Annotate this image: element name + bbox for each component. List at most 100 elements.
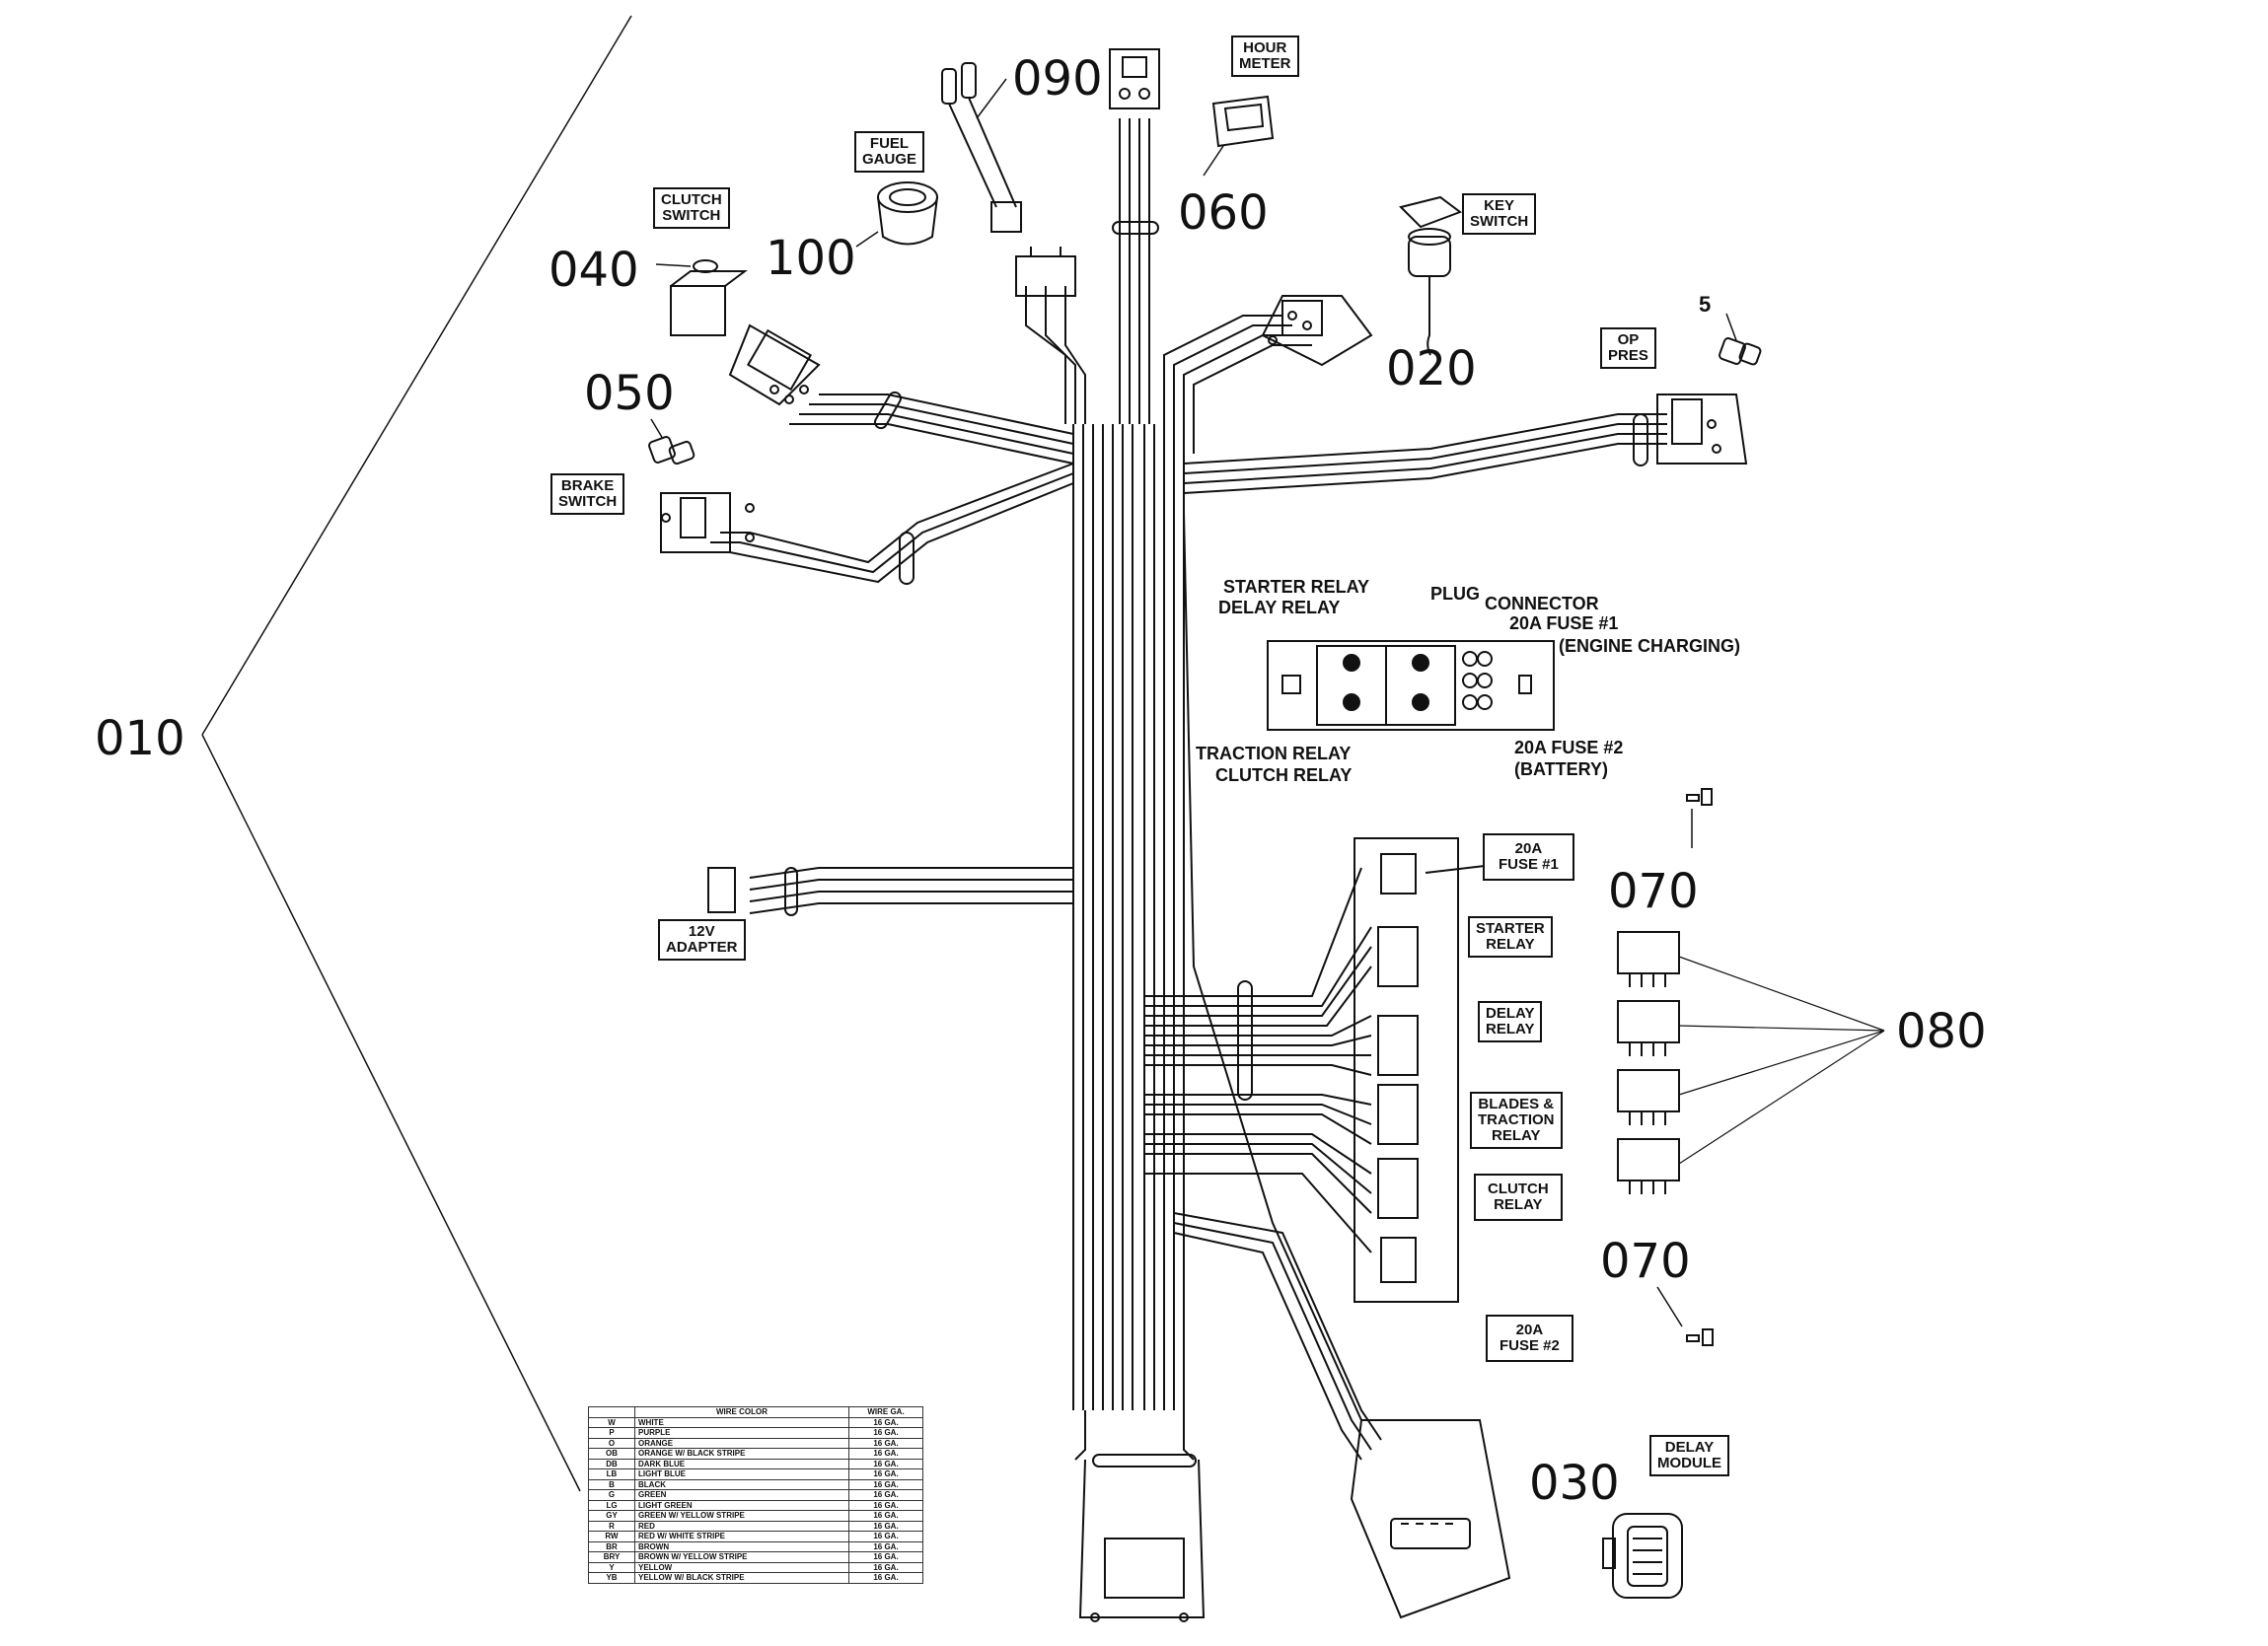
block-label-plug: PLUG (1430, 584, 1481, 604)
wire-code: LG (588, 1499, 635, 1511)
relay-panel (1353, 837, 1486, 1303)
adapter-branch (707, 867, 1073, 916)
wire-code: RW (588, 1531, 635, 1542)
wire-gauge: 16 GA. (848, 1540, 923, 1552)
wire-color: PURPLE (634, 1427, 849, 1439)
wire-code: W (588, 1416, 635, 1428)
wire-table-header: WIRE COLOR WIRE GA. (588, 1406, 923, 1418)
relay-fuse-block (1267, 640, 1555, 731)
callout-100: 100 (766, 231, 856, 286)
key-switch-branch (1163, 295, 1373, 454)
block-label-fuse-1: 20A FUSE #1 (1509, 613, 1619, 633)
wire-color: BROWN (634, 1540, 849, 1552)
block-label-delay-relay: DELAY RELAY (1218, 598, 1341, 617)
wire-code: DB (588, 1458, 635, 1469)
wire-code: BRY (588, 1551, 635, 1563)
wire-code: G (588, 1489, 635, 1501)
callout-030: 030 (1529, 1456, 1620, 1511)
wire-code: Y (588, 1561, 635, 1573)
hour-meter-wires (1109, 48, 1160, 424)
clutch-switch-branch (728, 323, 1074, 465)
wire-color: BROWN W/ YELLOW STRIPE (634, 1551, 849, 1563)
block-label-traction-relay: TRACTION RELAY (1196, 744, 1352, 763)
part-clutch-switch (655, 259, 748, 336)
wire-color: BLACK (634, 1478, 849, 1490)
wire-gauge: 16 GA. (848, 1489, 923, 1501)
part-relays-080 (1617, 931, 1885, 1194)
block-label-clutch-relay: CLUTCH RELAY (1215, 765, 1353, 785)
wire-color: RED W/ WHITE STRIPE (634, 1531, 849, 1542)
block-label-connector: CONNECTOR (1485, 594, 1599, 613)
callout-010: 010 (95, 711, 185, 766)
block-label-engine-charging: (ENGINE CHARGING) (1559, 636, 1740, 656)
wire-code: GY (588, 1510, 635, 1522)
wire-gauge: 16 GA. (848, 1416, 923, 1428)
brake-switch-branch (660, 463, 1074, 585)
wire-color: RED (634, 1520, 849, 1532)
wire-gauge: 16 GA. (848, 1510, 923, 1522)
callout-010-leader (201, 15, 632, 1492)
callout-5: 5 (1699, 292, 1712, 317)
wire-color: WHITE (634, 1416, 849, 1428)
wire-color: DARK BLUE (634, 1458, 849, 1469)
wire-gauge: 16 GA. (848, 1448, 923, 1460)
block-label-fuse-2: 20A FUSE #2 (1514, 738, 1624, 757)
part-fuel-sender-wire (941, 62, 1022, 233)
wire-color: ORANGE (634, 1437, 849, 1449)
fuel-gauge-branch (1015, 247, 1086, 424)
wire-gauge: 16 GA. (848, 1572, 923, 1584)
callout-020: 020 (1386, 341, 1477, 396)
wire-code: OB (588, 1448, 635, 1460)
block-label-starter-relay: STARTER RELAY (1223, 577, 1370, 597)
wire-table-header-color: WIRE COLOR (634, 1406, 849, 1418)
part-fuel-gauge (855, 181, 938, 248)
callout-090: 090 (1012, 51, 1103, 107)
callout-080: 080 (1896, 1004, 1987, 1059)
wire-code: BR (588, 1540, 635, 1552)
wire-color: GREEN W/ YELLOW STRIPE (634, 1510, 849, 1522)
callout-070-top: 070 (1608, 864, 1699, 919)
wire-code: YB (588, 1572, 635, 1584)
part-hour-meter (1203, 95, 1275, 177)
wire-gauge: 16 GA. (848, 1478, 923, 1490)
wire-table-header-code (588, 1406, 635, 1418)
delay-module-branch (1173, 512, 1511, 1619)
part-fuse-070-top (1686, 788, 1713, 848)
bottom-connector (1078, 1454, 1206, 1622)
wire-color: YELLOW W/ BLACK STRIPE (634, 1572, 849, 1584)
part-key-switch (1399, 195, 1463, 356)
relay-panel-wires (1144, 867, 1372, 1253)
wire-code: O (588, 1437, 635, 1449)
part-fuse-070-bottom (1656, 1286, 1714, 1346)
wire-gauge: 16 GA. (848, 1551, 923, 1563)
callout-060: 060 (1178, 185, 1269, 241)
wire-gauge: 16 GA. (848, 1427, 923, 1439)
op-pres-branch (1183, 394, 1748, 494)
part-delay-module (1602, 1513, 1683, 1599)
